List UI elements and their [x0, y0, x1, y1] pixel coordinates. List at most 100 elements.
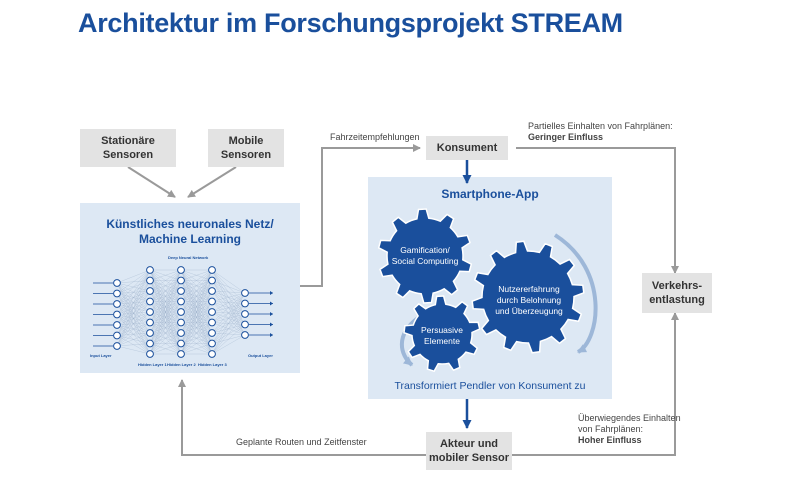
arrow-mobile-to-nn — [187, 166, 237, 198]
hidden-layer-2-label: Hidden Layer 2 — [167, 362, 196, 367]
nn-node-0-4 — [113, 321, 121, 329]
partiell-note: Partielles Einhalten von Fahrplänen: Ger… — [528, 121, 673, 143]
verkehr-line1: Verkehrs- — [651, 280, 703, 292]
gear1-line1: Gamification/ — [400, 245, 450, 255]
nn-title: Künstliches neuronales Netz/ Machine Lea… — [84, 217, 296, 247]
page-title: Architektur im Forschungsprojekt STREAM — [78, 8, 623, 38]
nn-node-2-0 — [177, 266, 185, 274]
hidden-layer-1-label: Hidden Layer 1 — [138, 362, 167, 367]
mobile-line1: Mobile — [228, 135, 264, 147]
gear3-line1: Persuasive — [420, 325, 464, 335]
verkehrsentlastung-box: Verkehrs- entlastung — [642, 273, 712, 313]
cycle-arc-left — [399, 316, 420, 367]
nn-node-0-1 — [113, 289, 121, 298]
konsument-box: Konsument — [426, 136, 508, 160]
nn-node-1-2 — [146, 287, 154, 295]
akteur-line2: mobiler Sensor — [428, 452, 510, 464]
arrow-konsument-to-verkehr — [516, 147, 679, 274]
nn-node-2-6 — [177, 329, 185, 337]
nn-node-2-4 — [177, 308, 185, 316]
geplant-label: Geplante Routen und Zeitfenster — [236, 437, 367, 447]
stationaere-sensoren-box: Stationäre Sensoren — [80, 129, 176, 167]
nn-node-1-6 — [146, 329, 154, 337]
arrow-nn-to-konsument — [300, 144, 421, 287]
nn-output-arrowhead-0 — [270, 291, 273, 295]
nn-node-4-1 — [241, 299, 249, 308]
nn-node-0-0 — [113, 279, 121, 287]
nn-node-2-2 — [177, 287, 185, 295]
arrow-akteur-to-verkehr — [512, 312, 679, 456]
nn-node-1-0 — [146, 266, 154, 274]
gear-nutzererfahrung-label: Nutzererfahrung durch Belohnung und Über… — [484, 284, 574, 317]
stationaere-line2: Sensoren — [102, 149, 154, 161]
nn-diagram-title: Deep Neural Network — [168, 255, 209, 260]
nn-node-3-3 — [208, 297, 216, 306]
nn-node-3-6 — [208, 329, 216, 337]
partiell-line2: Geringer Einfluss — [528, 132, 604, 142]
gear-persuasive-label: Persuasive Elemente — [409, 325, 475, 347]
nn-node-2-3 — [177, 297, 185, 306]
mobile-line2: Sensoren — [220, 149, 272, 161]
nn-node-1-8 — [146, 350, 154, 358]
nn-output-arrowhead-2 — [270, 312, 273, 316]
nn-node-2-8 — [177, 350, 185, 358]
nn-node-4-0 — [241, 289, 249, 297]
nn-node-3-1 — [208, 276, 216, 285]
nn-node-4-4 — [241, 331, 249, 339]
smartphone-app-title: Smartphone-App — [441, 187, 539, 201]
gear2-line3: und Überzeugung — [495, 306, 563, 316]
nn-node-0-3 — [113, 310, 121, 319]
stationaere-line1: Stationäre — [101, 135, 155, 147]
output-layer-label: Output Layer — [248, 353, 273, 358]
gear-gamification-icon — [377, 208, 473, 304]
nn-node-1-7 — [146, 339, 154, 348]
nn-node-1-3 — [146, 297, 154, 306]
nn-node-2-7 — [177, 339, 185, 348]
ueberwiegend-line3: Hoher Einfluss — [578, 435, 642, 445]
nn-title-line2: Machine Learning — [138, 232, 242, 246]
gear-nutzererfahrung-icon — [471, 240, 585, 354]
nn-node-3-4 — [208, 308, 216, 316]
akteur-line1: Akteur und — [439, 438, 499, 450]
nn-node-3-0 — [208, 266, 216, 274]
nn-node-3-7 — [208, 339, 216, 348]
ueberwiegend-line1: Überwiegendes Einhalten — [578, 413, 681, 423]
cycle-arc-right — [553, 233, 598, 354]
ueberwiegend-line2: von Fahrplänen: — [578, 424, 644, 434]
partiell-line1: Partielles Einhalten von Fahrplänen: — [528, 121, 673, 131]
nn-node-3-8 — [208, 350, 216, 358]
nn-node-0-2 — [113, 300, 121, 308]
nn-node-4-3 — [241, 320, 249, 329]
input-layer-label: Input Layer — [90, 353, 112, 358]
arrow-stationaer-to-nn — [127, 166, 176, 198]
gear2-line1: Nutzererfahrung — [498, 284, 560, 294]
nn-node-0-6 — [113, 342, 121, 350]
nn-node-3-5 — [208, 318, 216, 327]
gear-gamification-label: Gamification/ Social Computing — [385, 245, 465, 267]
nn-node-2-1 — [177, 276, 185, 285]
nn-node-0-5 — [113, 331, 121, 340]
transform-text: Transformiert Pendler von Konsument zu — [394, 380, 586, 392]
akteur-box: Akteur und mobiler Sensor — [426, 432, 512, 470]
nn-node-2-5 — [177, 318, 185, 327]
gear-persuasive-icon — [403, 295, 481, 373]
nn-output-arrowhead-3 — [270, 322, 273, 327]
hidden-layer-3-label: Hidden Layer 3 — [198, 362, 227, 367]
arrow-akteur-to-nn — [178, 379, 426, 456]
gear2-line2: durch Belohnung — [496, 295, 562, 305]
konsument-label: Konsument — [436, 142, 498, 154]
gear1-line2: Social Computing — [391, 256, 459, 266]
nn-node-4-2 — [241, 310, 249, 318]
nn-node-1-4 — [146, 308, 154, 316]
nn-output-arrowhead-1 — [270, 301, 273, 306]
mobile-sensoren-box: Mobile Sensoren — [208, 129, 284, 167]
gear3-line2: Elemente — [424, 336, 460, 346]
fahrzeit-label: Fahrzeitempfehlungen — [330, 132, 420, 142]
nn-title-line1: Künstliches neuronales Netz/ — [106, 217, 274, 231]
nn-output-arrowhead-4 — [270, 333, 273, 337]
ueberwiegend-note: Überwiegendes Einhalten von Fahrplänen: … — [578, 413, 681, 446]
nn-node-3-2 — [208, 287, 216, 295]
